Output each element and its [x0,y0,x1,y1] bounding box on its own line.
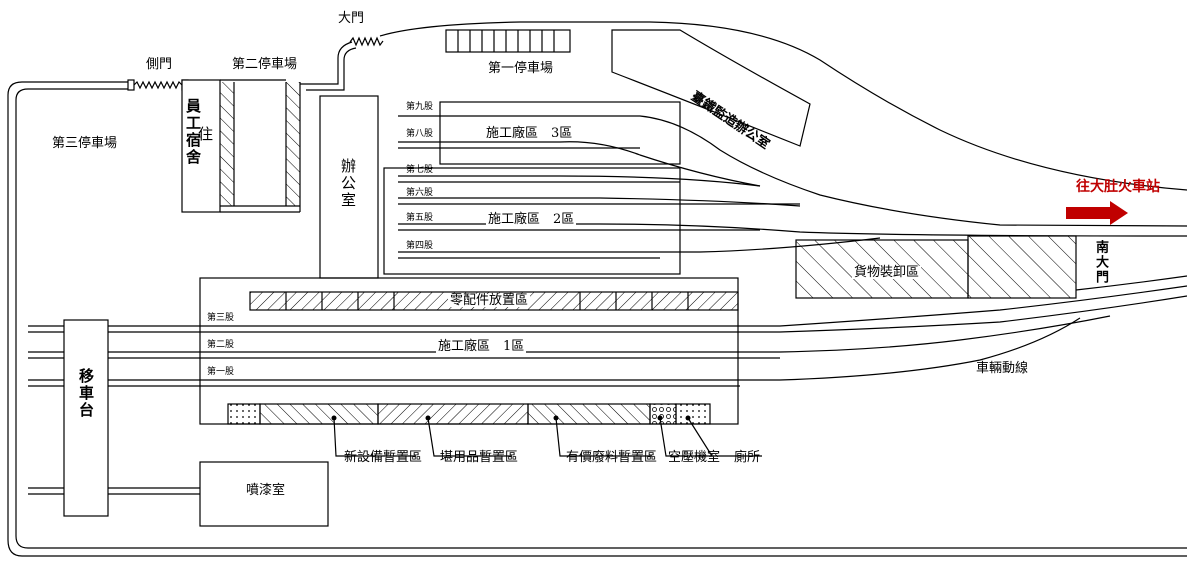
legend-toilet: 廁所 [734,450,761,465]
parking2-stalls-left [220,82,234,206]
zone3-box [439,101,681,165]
main-gate-spring [349,36,384,47]
legend-scrap: 有價廢料暫置區 [566,450,658,465]
track-7-label: 第七股 [406,165,434,175]
office-label: 辦公室 [339,158,357,209]
dormitory-label-a: 住 [196,126,214,143]
track-8 [398,141,761,187]
side-gate-spring [133,80,183,90]
cargo-area-label: 貨物裝卸區 [852,265,922,280]
zone2-label: 施工廠區 2區 [486,212,577,227]
supervision-office-label: 臺鐵監造辦公室 [688,89,773,153]
legend-air-compressor: 空壓機室 [668,450,721,465]
track-7 [398,175,761,187]
paint-room-label: 噴漆室 [246,483,286,498]
dormitory-label-b: 員工宿舍 [184,98,202,166]
south-gate-label: 南大門 [1093,240,1108,285]
to-station-label: 往大肚火車站 [1076,179,1160,195]
paint-room [199,461,329,527]
track-3-label: 第三股 [207,313,235,323]
zone2-box [383,167,681,275]
parking1-stalls [445,29,571,53]
supervision-office-building [611,29,811,147]
parking3-label: 第三停車場 [52,136,118,151]
track-4-label: 第四股 [406,241,434,251]
site-boundary-outer [7,81,1187,557]
to-station-arrow [1066,201,1128,225]
track-9 [398,115,1187,227]
transfer-table [63,319,109,517]
main-gate-label: 大門 [338,11,365,26]
track-1-label: 第一股 [207,367,235,377]
track-6-label: 第六股 [406,188,434,198]
site-boundary-inner [15,88,1187,549]
parts-storage-label: 零配件放置區 [448,293,531,308]
toilet-room [675,403,711,425]
zone3-label: 施工廠區 3區 [484,126,575,141]
parking2-label: 第二停車場 [232,57,298,72]
legend-usable-goods: 堪用品暫置區 [440,450,519,465]
track-9-label: 第九股 [406,102,434,112]
parking2-stalls-right [286,82,300,206]
site-boundary-top [379,21,1187,191]
track-5-label: 第五股 [406,213,434,223]
legend-new-equipment: 新設備暫置區 [344,450,423,465]
transfer-table-label: 移車台 [77,368,95,419]
zone1-label: 施工廠區 1區 [436,339,527,354]
office-building [319,95,379,279]
side-gate-label: 側門 [146,57,173,72]
dormitory-building [181,79,221,213]
main-gate-path [300,41,353,85]
track-8-label: 第八股 [406,129,434,139]
track-2-label: 第二股 [207,340,235,350]
waste-area [967,235,1077,299]
vehicle-line-label: 車輛動線 [976,361,1029,376]
parking1-label: 第一停車場 [488,61,554,76]
